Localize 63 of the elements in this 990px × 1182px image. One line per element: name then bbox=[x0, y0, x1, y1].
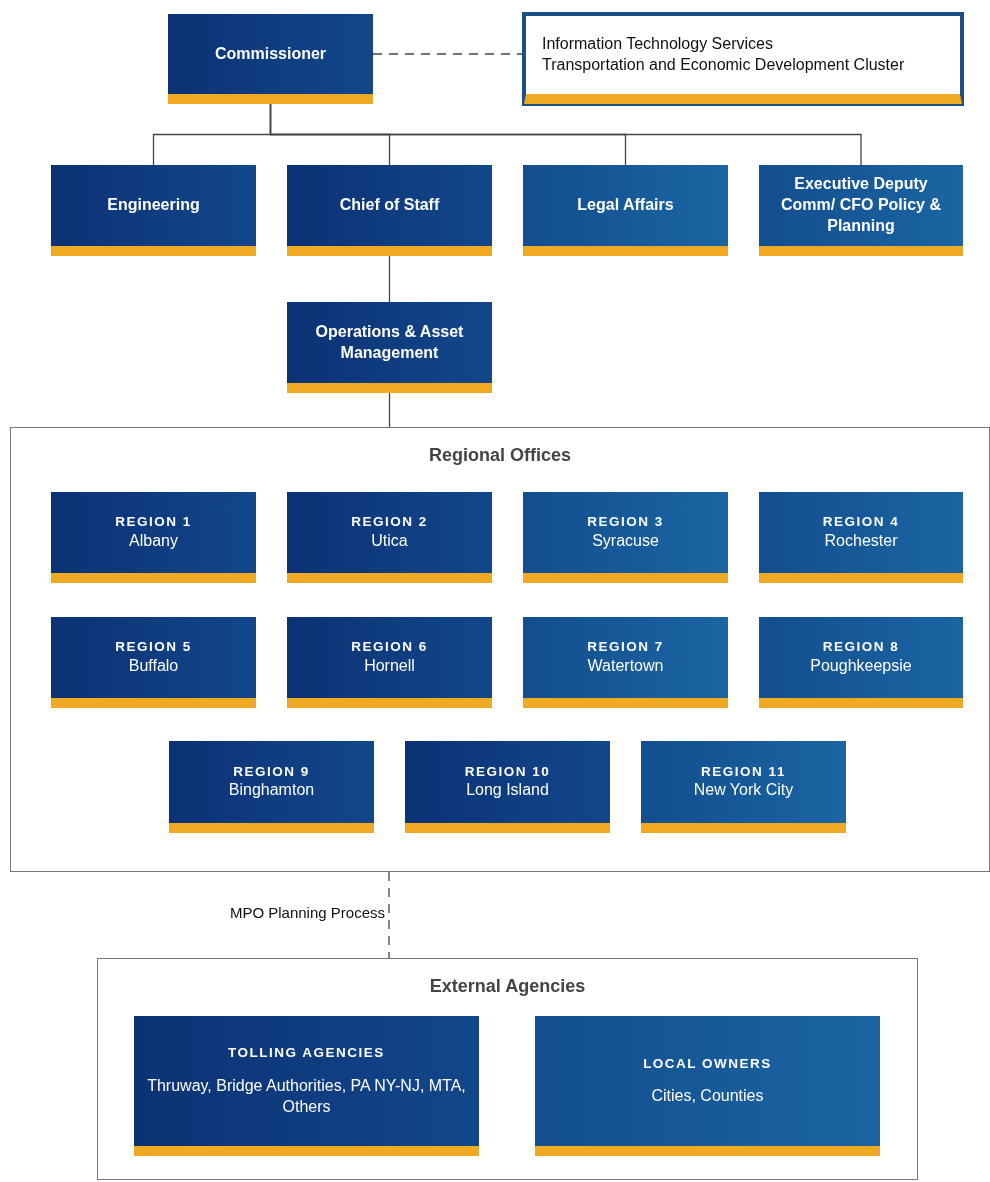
box-heading: REGION 3 bbox=[586, 513, 665, 531]
region-box bbox=[759, 617, 963, 708]
box-label: Information Technology Services bbox=[541, 34, 774, 55]
box-heading: TOLLING AGENCIES bbox=[227, 1044, 386, 1062]
box-label: Rochester bbox=[823, 530, 899, 551]
box-heading: REGION 1 bbox=[114, 513, 193, 531]
box-label: Syracuse bbox=[591, 530, 660, 551]
connector-line bbox=[388, 392, 391, 428]
box-label: Long Island bbox=[465, 780, 550, 801]
region-box bbox=[523, 617, 728, 708]
region-box bbox=[51, 617, 256, 708]
box-label: Albany bbox=[128, 530, 179, 551]
dashed-connector bbox=[388, 871, 390, 959]
agency-box bbox=[134, 1016, 479, 1156]
connector-line bbox=[269, 103, 862, 166]
box-label: Poughkeepsie bbox=[809, 655, 913, 676]
box-label: Legal Affairs bbox=[576, 195, 675, 216]
region-box bbox=[287, 492, 492, 583]
box-heading: LOCAL OWNERS bbox=[642, 1054, 773, 1073]
box-heading: REGION 10 bbox=[463, 762, 552, 781]
box-heading: REGION 8 bbox=[821, 638, 901, 656]
org-box bbox=[51, 165, 256, 256]
region-box bbox=[523, 492, 728, 583]
region-box bbox=[287, 617, 492, 708]
dashed-connector bbox=[372, 53, 525, 55]
region-box bbox=[51, 492, 256, 583]
box-label: Engineering bbox=[106, 195, 201, 216]
box-heading: REGION 9 bbox=[232, 762, 311, 781]
region-box bbox=[405, 741, 610, 833]
org-box bbox=[523, 165, 728, 256]
box-label: Operations & Asset Management bbox=[314, 321, 465, 363]
group-frame bbox=[10, 427, 990, 872]
info-box bbox=[524, 14, 962, 104]
group-heading: External Agencies bbox=[428, 975, 587, 998]
group-frame bbox=[97, 958, 918, 1180]
org-box bbox=[168, 14, 373, 104]
box-label: Commissioner bbox=[213, 43, 328, 64]
org-box bbox=[287, 302, 492, 393]
box-label: Binghamton bbox=[227, 780, 316, 801]
box-label: Buffalo bbox=[127, 655, 180, 676]
box-label: Executive Deputy Comm/ CFO Policy & Planning bbox=[780, 174, 942, 236]
box-heading: REGION 6 bbox=[350, 638, 429, 656]
box-label: Chief of Staff bbox=[338, 195, 441, 216]
box-label: Watertown bbox=[586, 655, 665, 676]
box-heading: REGION 2 bbox=[350, 513, 429, 531]
box-label: Hornell bbox=[363, 655, 416, 676]
group-heading: Regional Offices bbox=[428, 444, 572, 467]
box-label: Thruway, Bridge Authorities, PA NY-NJ, MTA, Others bbox=[146, 1075, 467, 1117]
box-label: New York City bbox=[692, 780, 795, 801]
connector-line bbox=[388, 255, 391, 303]
box-label: Cities, Counties bbox=[650, 1086, 765, 1107]
box-heading: REGION 5 bbox=[114, 638, 193, 656]
box-label: Utica bbox=[370, 530, 409, 551]
agency-box bbox=[535, 1016, 880, 1156]
region-box bbox=[641, 741, 846, 833]
box-heading: REGION 7 bbox=[586, 638, 665, 656]
box-heading: REGION 11 bbox=[700, 762, 787, 781]
box-label: Transportation and Economic Development Cluster bbox=[541, 55, 906, 75]
org-box bbox=[759, 165, 963, 256]
box-heading: REGION 4 bbox=[821, 513, 901, 531]
region-box bbox=[169, 741, 374, 833]
org-box bbox=[287, 165, 492, 256]
region-box bbox=[759, 492, 963, 583]
